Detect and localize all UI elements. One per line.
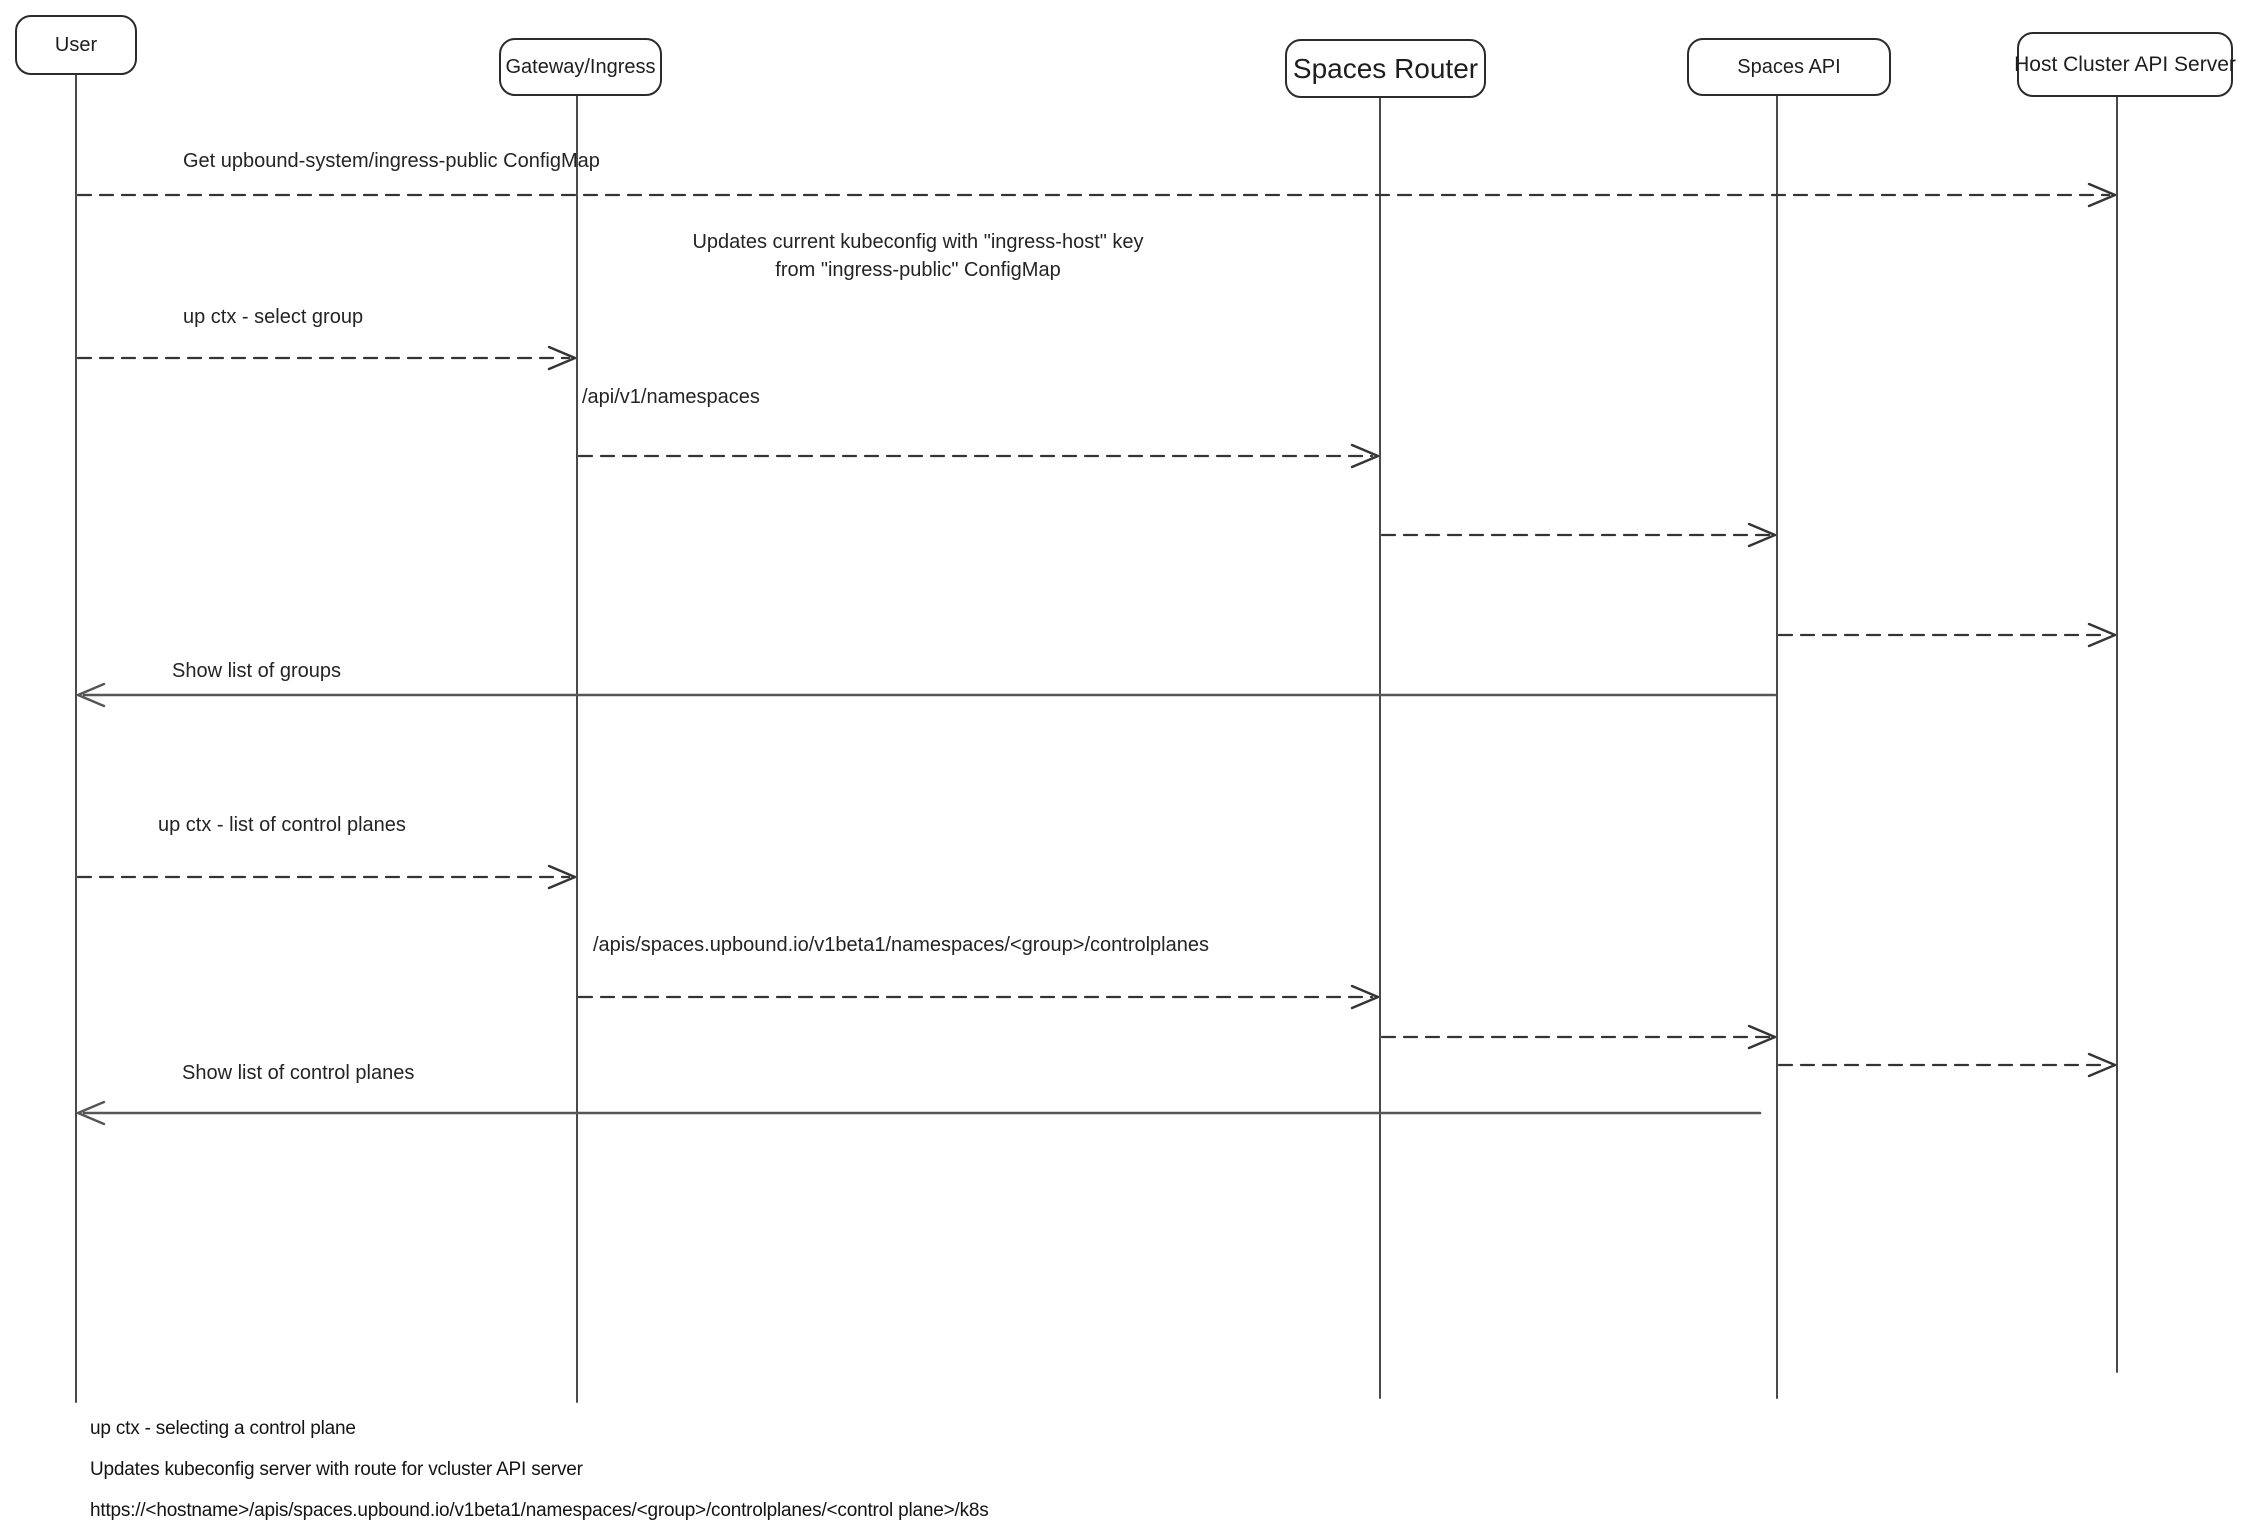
message-arrowhead-2	[547, 345, 577, 371]
actor-label-gateway: Gateway/Ingress	[505, 55, 656, 78]
actor-box-user: User	[15, 15, 137, 75]
message-arrowhead-6	[76, 682, 106, 708]
actor-box-host: Host Cluster API Server	[2014, 32, 2236, 97]
note-line: from "ingress-public" ConfigMap	[775, 259, 1061, 281]
actor-label-user: User	[54, 33, 98, 56]
note-line: Updates current kubeconfig with "ingress…	[692, 231, 1144, 253]
message-arrowhead-11	[76, 1100, 106, 1126]
actor-box-api: Spaces API	[1687, 38, 1891, 96]
note-update-kubeconfig: Updates current kubeconfig with "ingress…	[692, 228, 1143, 284]
footer-line-1: up ctx - selecting a control plane	[90, 1418, 356, 1439]
message-arrowhead-8	[1350, 984, 1380, 1010]
message-arrowhead-0	[2087, 182, 2117, 208]
footer-line-2: Updates kubeconfig server with route for…	[90, 1459, 583, 1480]
message-arrowhead-5	[2087, 622, 2117, 648]
message-label: /apis/spaces.upbound.io/v1beta1/namespac…	[593, 934, 1209, 956]
message-arrowhead-7	[547, 864, 577, 890]
message-label: /api/v1/namespaces	[582, 386, 760, 408]
message-label: Get upbound-system/ingress-public Config…	[183, 150, 600, 172]
message-label: up ctx - list of control planes	[158, 814, 406, 836]
message-label: Show list of control planes	[182, 1062, 415, 1084]
message-label: up ctx - select group	[183, 306, 364, 328]
actor-box-router: Spaces Router	[1285, 39, 1486, 98]
message-arrowhead-4	[1747, 522, 1777, 548]
actor-label-api: Spaces API	[1737, 55, 1841, 78]
message-arrowhead-3	[1350, 443, 1380, 469]
actor-label-host: Host Cluster API Server	[2014, 52, 2236, 76]
message-arrowhead-9	[1747, 1024, 1777, 1050]
actor-box-gateway: Gateway/Ingress	[499, 38, 662, 96]
actor-label-router: Spaces Router	[1292, 52, 1479, 84]
footer-line-3: https://<hostname>/apis/spaces.upbound.i…	[90, 1500, 989, 1521]
message-label: Show list of groups	[172, 660, 341, 682]
message-arrowhead-10	[2087, 1052, 2117, 1078]
